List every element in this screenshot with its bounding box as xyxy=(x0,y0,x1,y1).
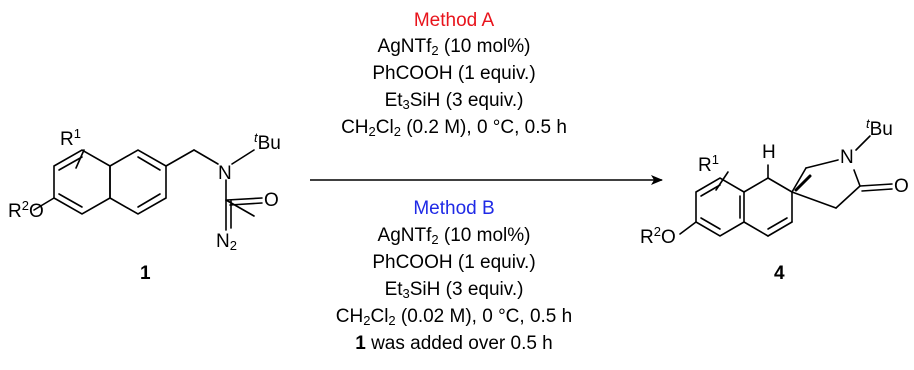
substrate-r1-label: R1 xyxy=(60,126,81,150)
method-b-catalyst: AgNTf2 (10 mol%) xyxy=(377,225,531,247)
product-r2o-label: R2O xyxy=(640,224,676,248)
product-nitrogen-label: N xyxy=(840,147,854,168)
product-tbu-label: tBu xyxy=(866,116,893,140)
product-carbonyl-o-label: O xyxy=(894,176,909,197)
method-b-title: Method B xyxy=(413,198,495,219)
substrate-r2o-label: R2O xyxy=(8,198,44,222)
substrate-structure xyxy=(33,149,263,231)
method-a-silane: Et3SiH (3 equiv.) xyxy=(384,90,524,112)
method-b-solvent: CH2Cl2 (0.02 M), 0 °C, 0.5 h xyxy=(335,306,573,328)
method-a-catalyst: AgNTf2 (10 mol%) xyxy=(377,36,531,58)
product-compound-number: 4 xyxy=(774,263,785,284)
method-a-acid: PhCOOH (1 equiv.) xyxy=(372,63,536,84)
method-b-acid: PhCOOH (1 equiv.) xyxy=(372,252,536,273)
method-a-solvent: CH2Cl2 (0.2 M), 0 °C, 0.5 h xyxy=(341,117,567,139)
substrate-nitrogen-label: N xyxy=(218,163,232,184)
method-a-title: Method A xyxy=(413,10,495,31)
method-b-silane: Et3SiH (3 equiv.) xyxy=(384,279,524,301)
substrate-diazo-label: N2 xyxy=(216,231,237,253)
substrate-carbonyl-o-label: O xyxy=(264,190,279,211)
product-h-label: H xyxy=(762,142,776,163)
method-b-addition: 1 was added over 0.5 h xyxy=(355,333,553,354)
product-structure xyxy=(679,135,893,237)
substrate-compound-number: 1 xyxy=(140,263,151,284)
substrate-tbu-label: tBu xyxy=(254,130,281,154)
product-r1-label: R1 xyxy=(698,152,719,176)
